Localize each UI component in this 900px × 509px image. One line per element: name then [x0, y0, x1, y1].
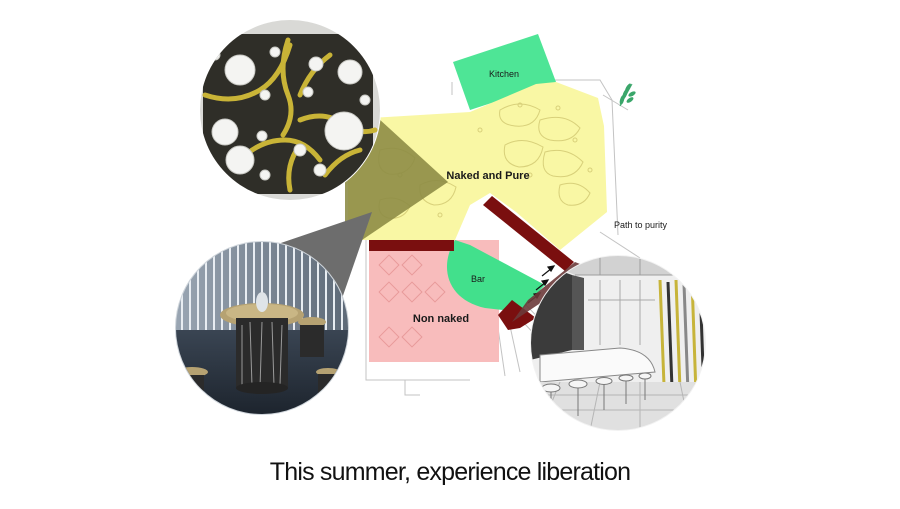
bar-label: Bar	[471, 274, 485, 284]
non-naked-seating	[378, 254, 446, 348]
naked-and-pure-label: Naked and Pure	[446, 170, 529, 182]
partition-lower	[498, 300, 536, 330]
kitchen-zone	[453, 34, 556, 110]
bar-zone	[446, 240, 545, 312]
floor-plan: Kitchen Naked and Pure	[348, 34, 668, 396]
table-topview-photo	[199, 19, 381, 201]
partition-non-naked	[369, 240, 454, 251]
kitchen-label: Kitchen	[489, 69, 519, 79]
tagline-caption: This summer, experience liberation	[269, 458, 631, 486]
path-to-purity-label: Path to purity	[614, 220, 668, 230]
bar-interior-render	[530, 255, 706, 431]
leaf-icon	[619, 83, 636, 107]
non-naked-label: Non naked	[413, 313, 469, 325]
partition-diagonal	[483, 196, 574, 271]
curtain-stool-render	[175, 241, 349, 415]
naked-and-pure-zone	[348, 82, 607, 250]
